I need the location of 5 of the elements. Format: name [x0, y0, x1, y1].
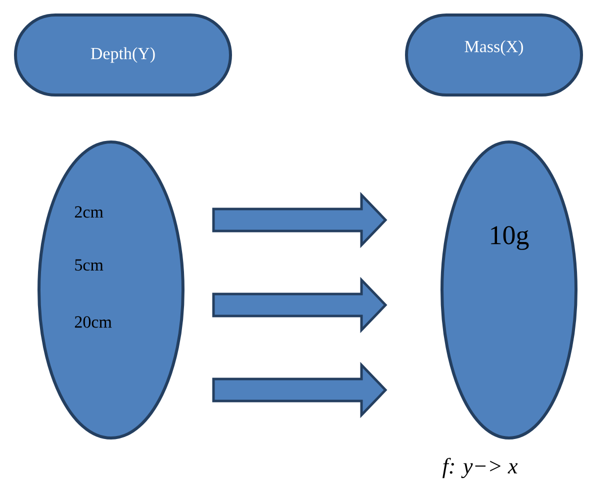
rounded-box: Depth(Y)	[14, 14, 232, 96]
block-arrow	[212, 362, 388, 418]
block-arrow	[212, 192, 388, 248]
rounded-box: Mass(X)	[405, 14, 583, 96]
block-arrow	[212, 276, 388, 334]
